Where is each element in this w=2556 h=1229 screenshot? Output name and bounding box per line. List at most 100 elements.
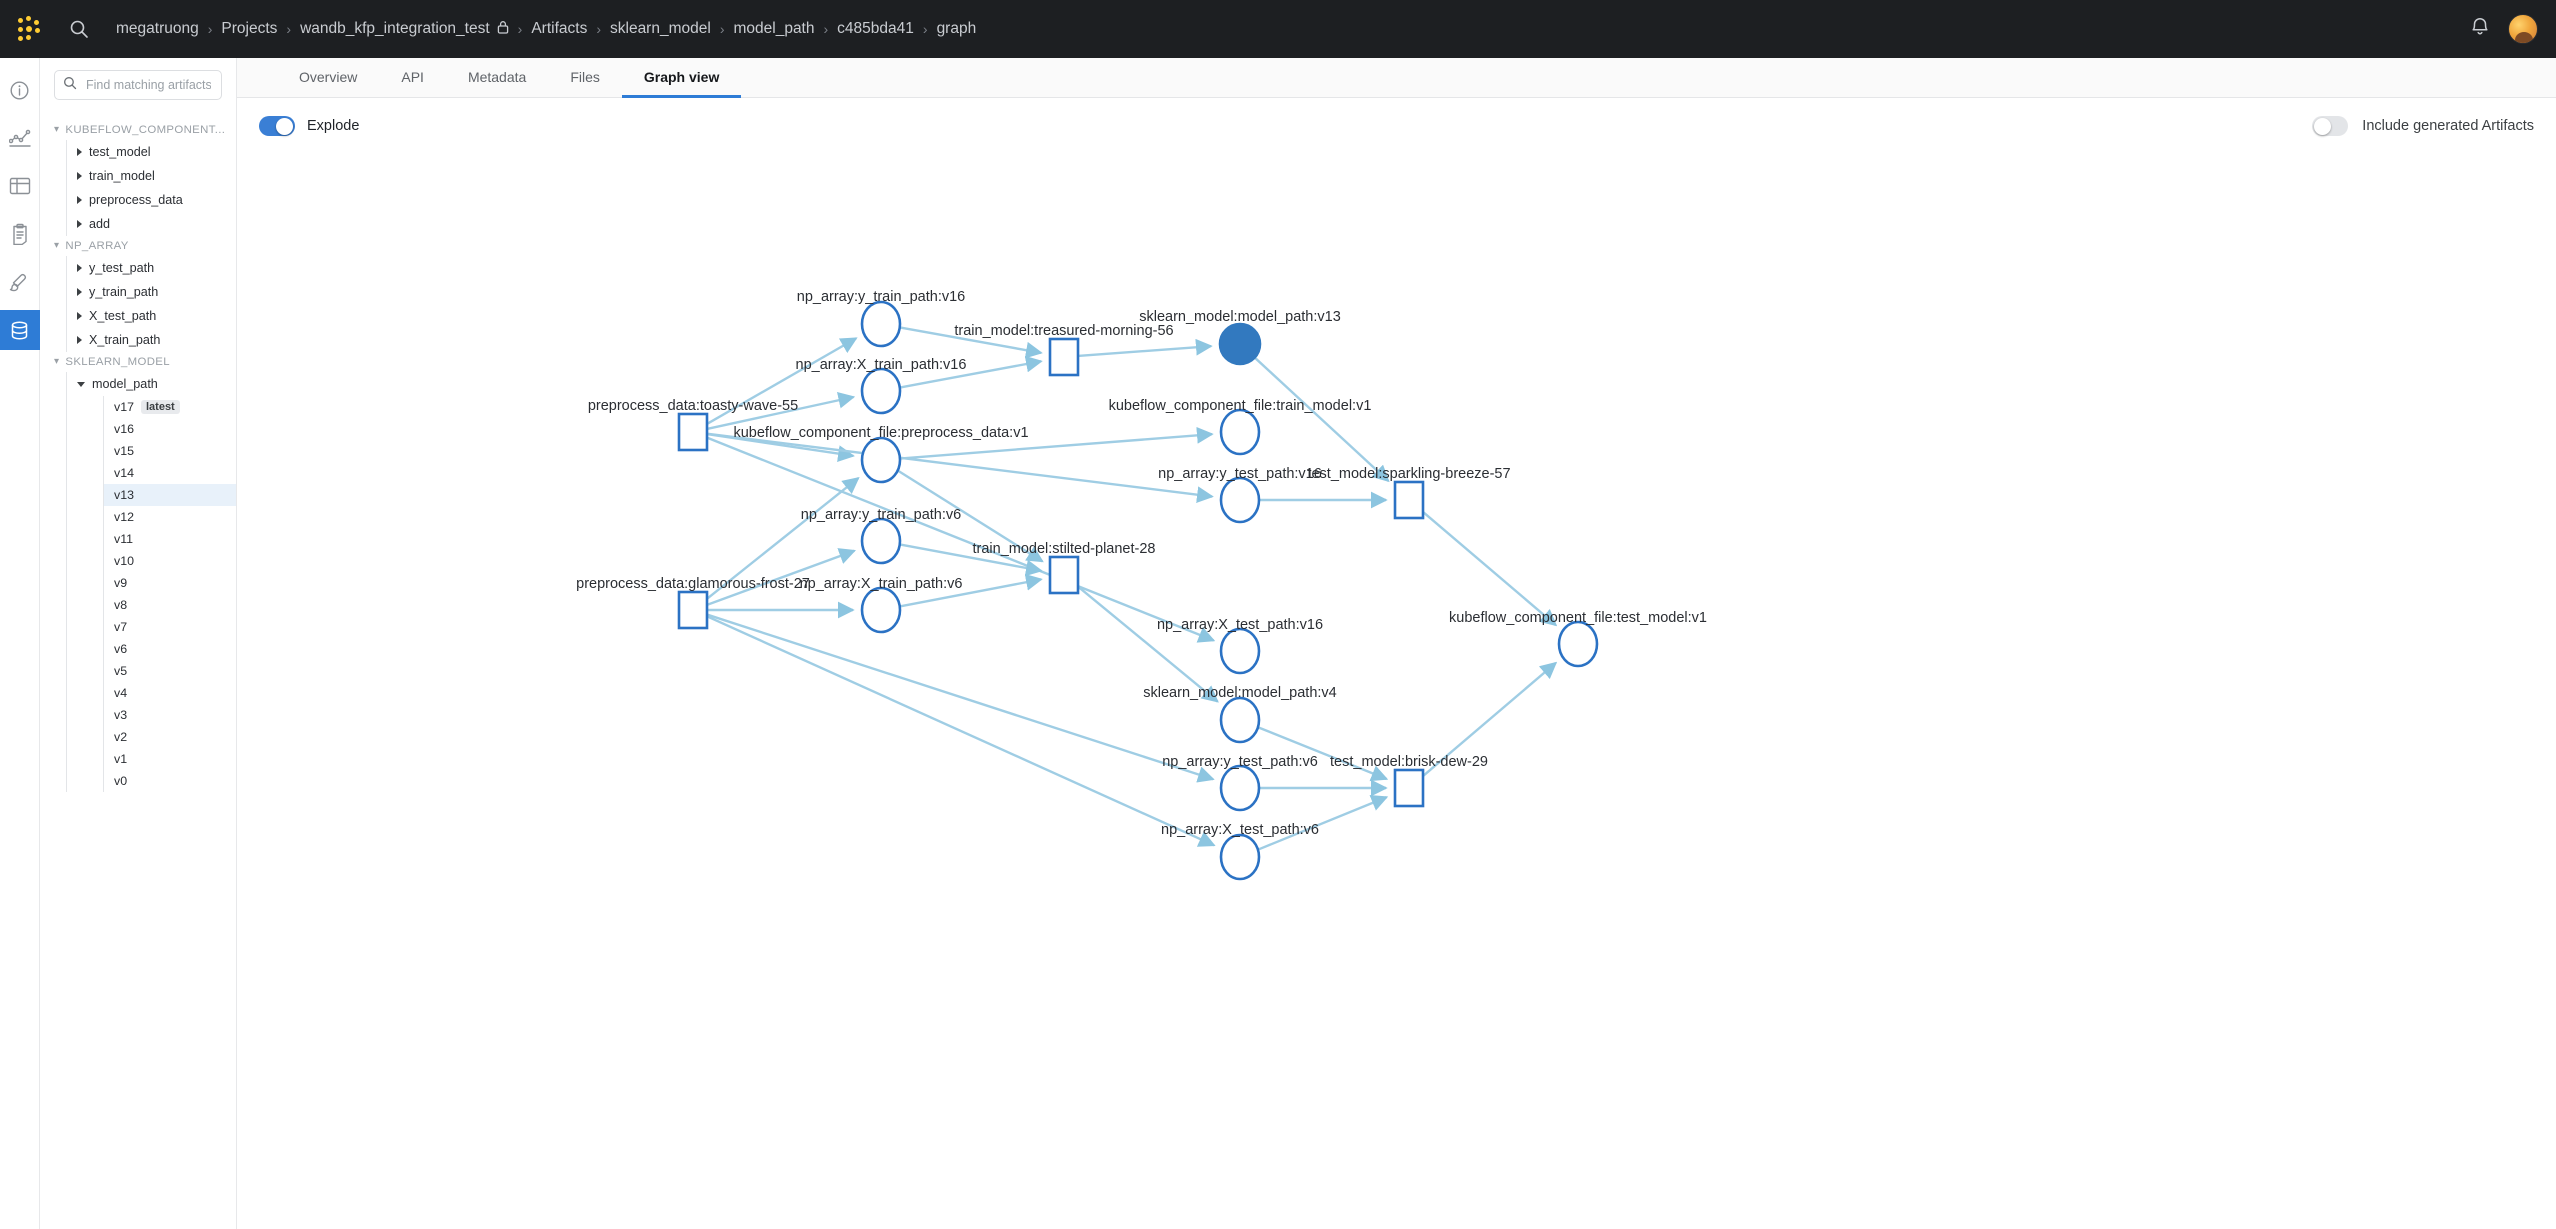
version-item-v8[interactable]: v8: [104, 594, 236, 616]
tab-overview[interactable]: Overview: [277, 58, 379, 98]
version-label: v10: [114, 554, 134, 568]
version-item-v1[interactable]: v1: [104, 748, 236, 770]
graph-node[interactable]: [1557, 620, 1599, 668]
graph-node-selected[interactable]: [1218, 322, 1262, 366]
charts-icon[interactable]: [0, 118, 40, 158]
version-label: v5: [114, 664, 128, 678]
tree-item-y_train_path[interactable]: y_train_path: [67, 280, 236, 304]
graph-node[interactable]: [1219, 696, 1261, 744]
tree-group-label: NP_ARRAY: [65, 240, 129, 252]
graph-node[interactable]: [1393, 768, 1425, 808]
tree-item-train_model[interactable]: train_model: [67, 164, 236, 188]
tab-api[interactable]: API: [379, 58, 446, 98]
explode-toggle[interactable]: Explode: [259, 116, 359, 136]
graph-node[interactable]: [1393, 480, 1425, 520]
version-item-v3[interactable]: v3: [104, 704, 236, 726]
tree-item-preprocess_data[interactable]: preprocess_data: [67, 188, 236, 212]
breadcrumb-item-c485bda41[interactable]: c485bda41: [829, 20, 922, 38]
version-item-v5[interactable]: v5: [104, 660, 236, 682]
graph-node[interactable]: [860, 367, 902, 415]
include-generated-artifacts-toggle[interactable]: Include generated Artifacts: [2312, 116, 2534, 136]
version-item-v9[interactable]: v9: [104, 572, 236, 594]
breadcrumb-item-graph[interactable]: graph: [929, 20, 985, 38]
tree-group-kubeflow-component-[interactable]: ▾KUBEFLOW_COMPONENT...: [40, 120, 236, 140]
tree-item-label: X_train_path: [89, 333, 161, 347]
breadcrumb-item-sklearn-model[interactable]: sklearn_model: [602, 20, 719, 38]
version-item-v4[interactable]: v4: [104, 682, 236, 704]
breadcrumb-item-projects[interactable]: Projects: [213, 20, 285, 38]
version-item-v16[interactable]: v16: [104, 418, 236, 440]
explode-toggle-switch[interactable]: [259, 116, 295, 136]
graph-node[interactable]: [677, 590, 709, 630]
tree-group-sklearn-model[interactable]: ▾SKLEARN_MODEL: [40, 352, 236, 372]
graph-edge: [706, 436, 1216, 643]
artifact-search-box[interactable]: [54, 70, 222, 100]
include-generated-artifacts-switch[interactable]: [2312, 116, 2349, 136]
graph-node[interactable]: [677, 412, 709, 452]
breadcrumb-item-model-path[interactable]: model_path: [725, 20, 822, 38]
graph-node[interactable]: [1048, 337, 1080, 377]
version-item-v12[interactable]: v12: [104, 506, 236, 528]
tree-item-X_train_path[interactable]: X_train_path: [67, 328, 236, 352]
tree-group-np-array[interactable]: ▾NP_ARRAY: [40, 236, 236, 256]
version-label: v2: [114, 730, 128, 744]
wandb-dots-logo[interactable]: [0, 0, 58, 58]
version-item-v0[interactable]: v0: [104, 770, 236, 792]
graph-node-label: np_array:y_test_path:v6: [1162, 754, 1318, 770]
breadcrumb-separator: ›: [719, 21, 725, 37]
notifications-bell-icon[interactable]: [2470, 16, 2490, 42]
version-item-v7[interactable]: v7: [104, 616, 236, 638]
graph-node[interactable]: [1219, 627, 1261, 675]
version-item-v15[interactable]: v15: [104, 440, 236, 462]
breadcrumb-item-artifacts[interactable]: Artifacts: [523, 20, 595, 38]
tree-item-y_test_path[interactable]: y_test_path: [67, 256, 236, 280]
breadcrumb-label: c485bda41: [837, 20, 914, 37]
tree-item-model_path[interactable]: model_path: [67, 372, 236, 396]
graph-node-label: preprocess_data:toasty-wave-55: [587, 398, 799, 414]
graph-node-label: kubeflow_component_file:train_model:v1: [1108, 398, 1372, 414]
breadcrumb-label: sklearn_model: [610, 20, 711, 37]
search-input[interactable]: [84, 77, 213, 93]
version-item-v14[interactable]: v14: [104, 462, 236, 484]
graph-node[interactable]: [860, 586, 902, 634]
tree-item-label: model_path: [92, 377, 158, 391]
breadcrumb-item-megatruong[interactable]: megatruong: [108, 20, 207, 38]
overview-info-icon[interactable]: [0, 70, 40, 110]
graph-node[interactable]: [860, 300, 902, 348]
version-item-v6[interactable]: v6: [104, 638, 236, 660]
graph-node[interactable]: [1219, 408, 1261, 456]
graph-node[interactable]: [1048, 555, 1080, 595]
graph-node[interactable]: [1219, 476, 1261, 524]
artifacts-database-icon[interactable]: [0, 310, 40, 350]
version-item-v10[interactable]: v10: [104, 550, 236, 572]
graph-node[interactable]: [860, 436, 902, 484]
table-icon[interactable]: [0, 166, 40, 206]
tab-metadata[interactable]: Metadata: [446, 58, 548, 98]
tab-files[interactable]: Files: [548, 58, 622, 98]
graph-node[interactable]: [1219, 764, 1261, 812]
tree-item-label: test_model: [89, 145, 151, 159]
version-item-v13[interactable]: v13: [104, 484, 236, 506]
tab-graph-view[interactable]: Graph view: [621, 58, 742, 98]
tree-item-label: train_model: [89, 169, 155, 183]
include-generated-artifacts-label: Include generated Artifacts: [2362, 118, 2534, 134]
tree-item-X_test_path[interactable]: X_test_path: [67, 304, 236, 328]
reports-clipboard-icon[interactable]: [0, 214, 40, 254]
tree-item-add[interactable]: add: [67, 212, 236, 236]
avatar[interactable]: [2508, 14, 2538, 44]
tree-item-test_model[interactable]: test_model: [67, 140, 236, 164]
breadcrumb-item-wandb-kfp-integration-test[interactable]: wandb_kfp_integration_test: [292, 20, 517, 39]
graph-node-label: kubeflow_component_file:preprocess_data:…: [733, 425, 1029, 441]
version-item-v2[interactable]: v2: [104, 726, 236, 748]
version-label: v9: [114, 576, 128, 590]
graph-node[interactable]: [860, 517, 902, 565]
version-item-v11[interactable]: v11: [104, 528, 236, 550]
graph-node[interactable]: [1219, 833, 1261, 881]
tree-item-label: y_train_path: [89, 285, 159, 299]
search-icon[interactable]: [58, 0, 100, 58]
artifacts-brush-icon[interactable]: [0, 262, 40, 302]
version-label: v7: [114, 620, 128, 634]
